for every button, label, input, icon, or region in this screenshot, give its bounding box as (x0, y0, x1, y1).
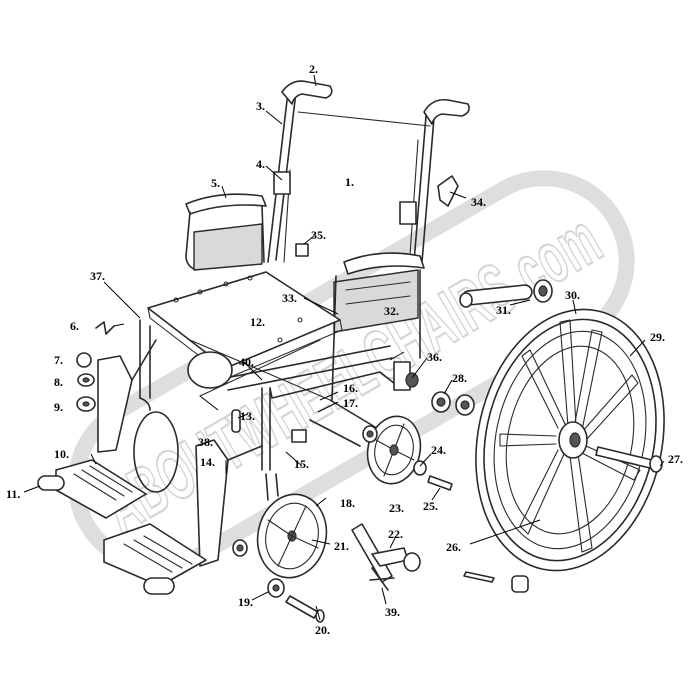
part-label-18: 18. (340, 496, 355, 510)
frame (139, 319, 419, 471)
part-label-1: 1. (345, 175, 354, 189)
left-armrest (185, 193, 309, 271)
part-label-27: 27. (668, 452, 683, 466)
push-handle-grip (281, 80, 333, 105)
part-label-37: 37. (90, 269, 105, 283)
part-label-5: 5. (211, 176, 220, 190)
fork-assembly (351, 523, 421, 591)
part-label-29: 29. (650, 330, 665, 344)
cross-brace-hub (187, 351, 233, 389)
part-label-20: 20. (315, 623, 330, 637)
armrest-pad-left (185, 193, 267, 215)
part-label-32: 32. (384, 304, 399, 318)
armrest-pad-right (343, 252, 425, 275)
footplate-right (103, 523, 207, 587)
right-footrest (103, 439, 263, 595)
part-label-9: 9. (54, 400, 63, 414)
part-label-31: 31. (496, 303, 511, 317)
bearing-parts (431, 391, 475, 416)
part-label-14: 14. (200, 455, 215, 469)
part-label-15: 15. (294, 457, 309, 471)
part-label-10: 10. (54, 447, 69, 461)
frame-bracket (291, 429, 307, 443)
release-pin-part (437, 175, 459, 207)
part-label-3: 3. (256, 99, 265, 113)
part-label-25: 25. (423, 499, 438, 513)
part-label-26: 26. (446, 540, 461, 554)
anti-tip-wheel (362, 415, 453, 491)
part-number-labels: 1. 2. 3. 4. 5. 6. 7. 8. 9. 10. 11. 12. 1… (6, 62, 683, 637)
part-label-23: 23. (389, 501, 404, 515)
part-label-33: 33. (282, 291, 297, 305)
part-label-12: 12. (250, 315, 265, 329)
part-label-22: 22. (388, 527, 403, 541)
wheel-lock-part (459, 279, 553, 308)
part-label-24: 24. (431, 443, 446, 457)
footrest-hanger-right (195, 439, 229, 567)
part-label-39: 39. (385, 605, 400, 619)
part-label-13: 13. (240, 409, 255, 423)
part-label-6: 6. (70, 319, 79, 333)
part-label-38: 38. (198, 435, 213, 449)
part-label-28: 28. (452, 371, 467, 385)
part-label-34: 34. (471, 195, 486, 209)
part-label-11: 11. (6, 487, 20, 501)
part-label-35: 35. (311, 228, 326, 242)
leader-lines (23, 74, 665, 621)
part-label-36: 36. (427, 350, 442, 364)
part-label-8: 8. (54, 375, 63, 389)
heel-loop-left (133, 411, 179, 493)
part-label-21: 21. (334, 539, 349, 553)
bolt (427, 475, 453, 491)
part-label-7: 7. (54, 353, 63, 367)
part-label-16: 16. (343, 381, 358, 395)
loose-hardware (76, 321, 529, 593)
part-label-2: 2. (309, 62, 318, 76)
part-label-40: 40. (239, 355, 254, 369)
cap-part (76, 352, 92, 368)
front-caster (232, 473, 328, 623)
heel-tube-right (143, 577, 175, 595)
left-footrest (37, 339, 179, 519)
pin-part (231, 409, 241, 433)
part-label-19: 19. (238, 595, 253, 609)
back-clamp (273, 171, 291, 195)
rear-wheel (475, 308, 665, 572)
heel-tube-left (37, 475, 65, 491)
part-label-4: 4. (256, 157, 265, 171)
small-bracket (295, 243, 309, 257)
part-label-30: 30. (565, 288, 580, 302)
footrest-hanger-left (97, 355, 133, 453)
part-label-17: 17. (343, 396, 358, 410)
washer (413, 460, 427, 476)
seat (147, 271, 343, 379)
backrest (267, 80, 470, 263)
